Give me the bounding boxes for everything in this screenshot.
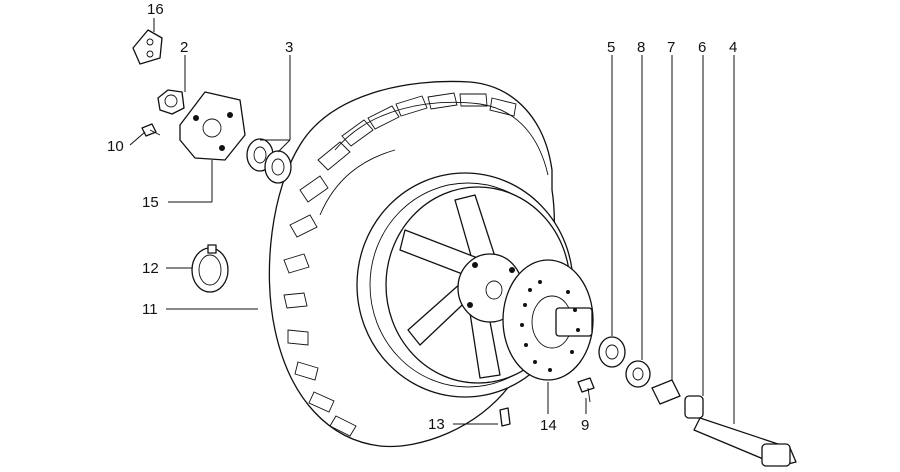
part-8-seal [625,360,651,388]
callout-4: 4 [729,39,737,56]
callout-15: 15 [142,194,159,211]
callout-13: 13 [428,416,445,433]
callout-3: 3 [285,39,293,56]
part-3-bearings [246,138,292,184]
callout-12: 12 [142,260,159,277]
callout-11: 11 [142,301,158,318]
part-4-axle [693,417,797,467]
part-10-bolt [141,123,161,137]
callout-10: 10 [107,138,124,155]
callout-7: 7 [667,39,675,56]
part-16-clip [132,29,163,65]
part-9-screw [577,377,595,403]
part-5-bearing [598,336,626,368]
leader-lines [129,18,735,425]
brake-disc [502,259,594,381]
callout-9: 9 [581,417,589,434]
callout-5: 5 [607,39,615,56]
callout-14: 14 [540,417,557,434]
part-7-spacer [651,379,681,405]
part-2-nut [157,89,185,115]
callout-labels: 16 2 3 10 15 12 11 13 14 9 5 8 7 6 4 [107,1,737,434]
part-12-clamp [191,244,229,293]
callout-16: 16 [147,1,164,18]
callout-6: 6 [698,39,706,56]
callout-2: 2 [180,39,188,56]
part-13-valve [499,407,511,427]
callout-8: 8 [637,39,645,56]
part-6-bushing [684,395,704,419]
part-15-flange [179,91,246,161]
